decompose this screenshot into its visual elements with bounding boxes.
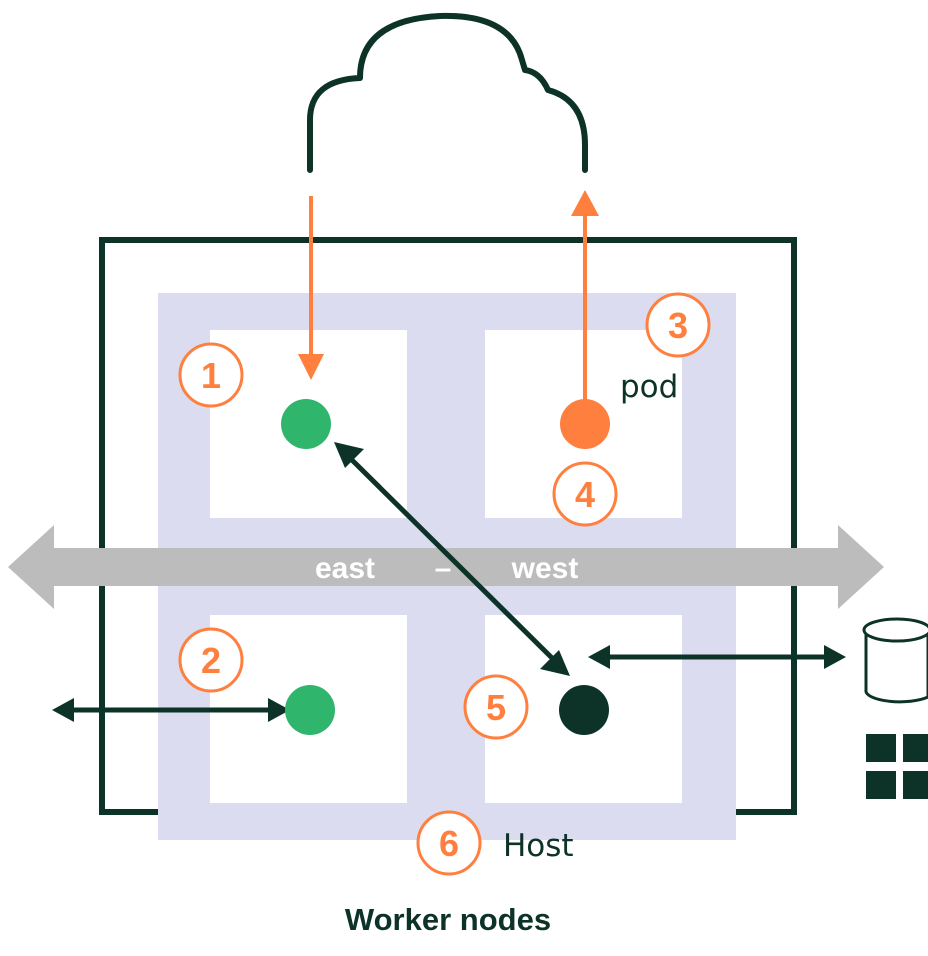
west-label: west xyxy=(511,552,579,585)
marker-5-label: 5 xyxy=(486,687,506,728)
egress-arrowhead xyxy=(571,190,599,216)
pod-label: pod xyxy=(620,369,678,405)
marker-3: 3 xyxy=(645,292,711,358)
pod-dot-orange xyxy=(560,399,610,449)
east-label: east xyxy=(315,552,375,585)
pod-dot-green-bottom xyxy=(285,685,335,735)
grid-icon xyxy=(866,734,928,799)
worker-nodes-label: Worker nodes xyxy=(345,902,551,937)
external-arrowhead-left xyxy=(52,698,74,722)
marker-5: 5 xyxy=(463,674,529,740)
pod-to-pod-arrowhead-bottom xyxy=(540,650,570,676)
pod-dot-dark xyxy=(559,685,609,735)
marker-1-label: 1 xyxy=(201,355,221,396)
cloud-icon xyxy=(307,12,588,173)
marker-3-label: 3 xyxy=(668,305,688,346)
east-west-dash: – xyxy=(435,552,452,585)
marker-6-label: 6 xyxy=(439,823,459,864)
pod-to-pod-arrowhead-top xyxy=(334,442,364,468)
ingress-arrowhead xyxy=(298,354,324,380)
storage-arrowhead-right xyxy=(824,645,846,669)
east-west-arrow xyxy=(8,525,884,609)
marker-4: 4 xyxy=(552,461,618,527)
pod-dot-green-top xyxy=(281,399,331,449)
marker-6: 6 xyxy=(416,810,482,876)
marker-2-label: 2 xyxy=(201,640,221,681)
pod-to-pod-arrow xyxy=(350,458,554,660)
external-arrowhead-right xyxy=(268,698,290,722)
storage-arrowhead-left xyxy=(588,645,610,669)
host-label: Host xyxy=(503,828,574,864)
marker-1: 1 xyxy=(178,342,244,408)
database-icon xyxy=(862,617,928,704)
marker-2: 2 xyxy=(178,627,244,693)
marker-4-label: 4 xyxy=(575,474,595,515)
